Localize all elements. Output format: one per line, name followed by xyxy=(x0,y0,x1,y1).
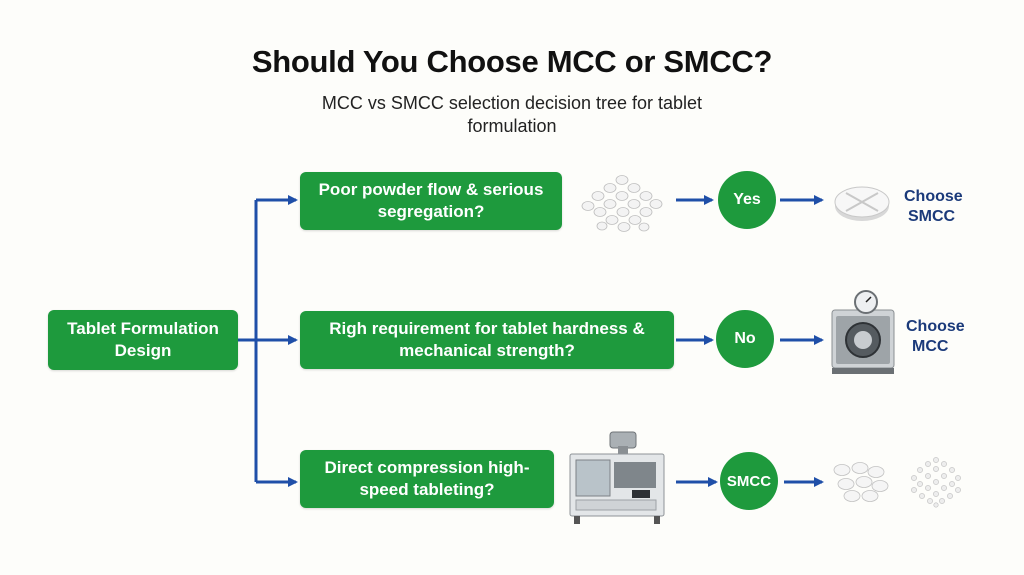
result-text-2: Choose MCC xyxy=(906,317,965,357)
result-1-line-2: SMCC xyxy=(908,208,956,225)
result-2-line-1: Choose xyxy=(906,318,965,335)
answer-circle-3: SMCC xyxy=(720,452,778,510)
pile-of-white-pills-icon xyxy=(581,175,663,232)
root-box: Tablet Formulation Design xyxy=(48,310,238,370)
white-pills-cluster-icon xyxy=(833,462,889,502)
answer-circle-2: No xyxy=(716,310,774,368)
tablet-press-machine-icon xyxy=(569,431,665,524)
page-subtitle: MCC vs SMCC selection decision tree for … xyxy=(321,93,703,136)
scattered-granules-icon xyxy=(911,457,961,508)
page-title: Should You Choose MCC or SMCC? xyxy=(251,44,773,79)
question-label-1: Poor powder flow & serious segregation? xyxy=(318,180,544,221)
result-1-line-1: Choose xyxy=(904,188,963,205)
answer-label-1: Yes xyxy=(733,191,761,208)
answer-label-3: SMCC xyxy=(726,472,772,490)
root-label: Tablet Formulation Design xyxy=(67,319,219,360)
hardness-tester-machine-icon xyxy=(831,290,895,374)
result-2-line-2: MCC xyxy=(912,338,949,355)
answer-label-2: No xyxy=(734,330,756,347)
answer-circle-1: Yes xyxy=(718,171,776,229)
question-box-2: Righ requirement for tablet hardness & m… xyxy=(300,311,674,369)
question-label-2: Righ requirement for tablet hardness & m… xyxy=(329,319,645,360)
scored-tablet-icon xyxy=(834,186,890,221)
result-text-1: Choose SMCC xyxy=(904,187,963,227)
question-box-3: Direct compression high-speed tableting? xyxy=(300,450,554,508)
question-label-3: Direct compression high-speed tableting? xyxy=(324,458,530,499)
question-box-1: Poor powder flow & serious segregation? xyxy=(300,172,562,230)
